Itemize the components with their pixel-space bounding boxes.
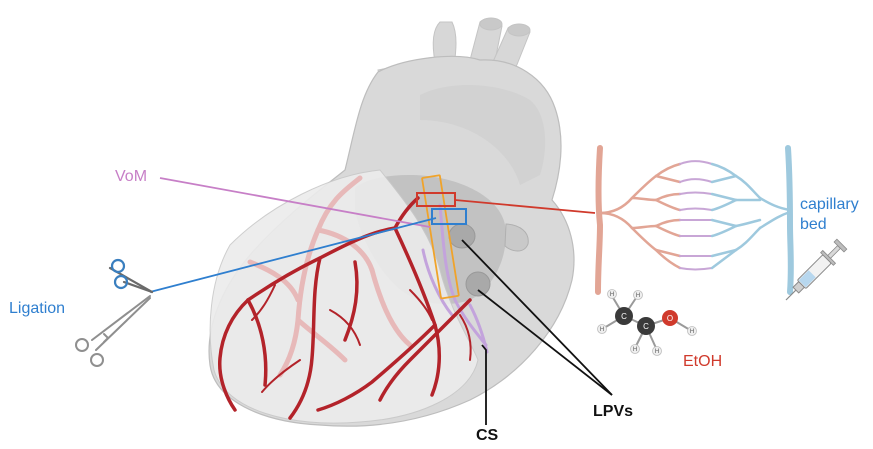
capillary-label-line1: capillary xyxy=(800,195,859,215)
hydrogen-4: H xyxy=(633,347,637,353)
capillary-bed-illustration xyxy=(598,148,791,292)
ethanol-molecule-icon: C C O H H H H H H xyxy=(598,290,697,356)
lpvs-label: LPVs xyxy=(593,403,633,421)
cs-label: CS xyxy=(476,427,498,445)
forceps-icon xyxy=(76,296,150,366)
scissors-icon xyxy=(110,260,152,292)
hydrogen-6: H xyxy=(690,329,694,335)
hydrogen-3: H xyxy=(636,293,640,299)
hydrogen-2: H xyxy=(600,327,604,333)
heart-illustration xyxy=(209,18,574,426)
etoh-label: EtOH xyxy=(683,353,722,371)
capillary-bed-label: capillary bed xyxy=(800,195,859,235)
hydrogen-1: H xyxy=(610,292,614,298)
ligation-label: Ligation xyxy=(9,300,65,318)
carbon-1: C xyxy=(621,312,627,321)
carbon-2: C xyxy=(643,322,649,331)
hydrogen-5: H xyxy=(655,349,659,355)
vom-label: VoM xyxy=(115,168,147,186)
oxygen: O xyxy=(667,314,673,323)
capillary-label-line2: bed xyxy=(800,215,859,235)
